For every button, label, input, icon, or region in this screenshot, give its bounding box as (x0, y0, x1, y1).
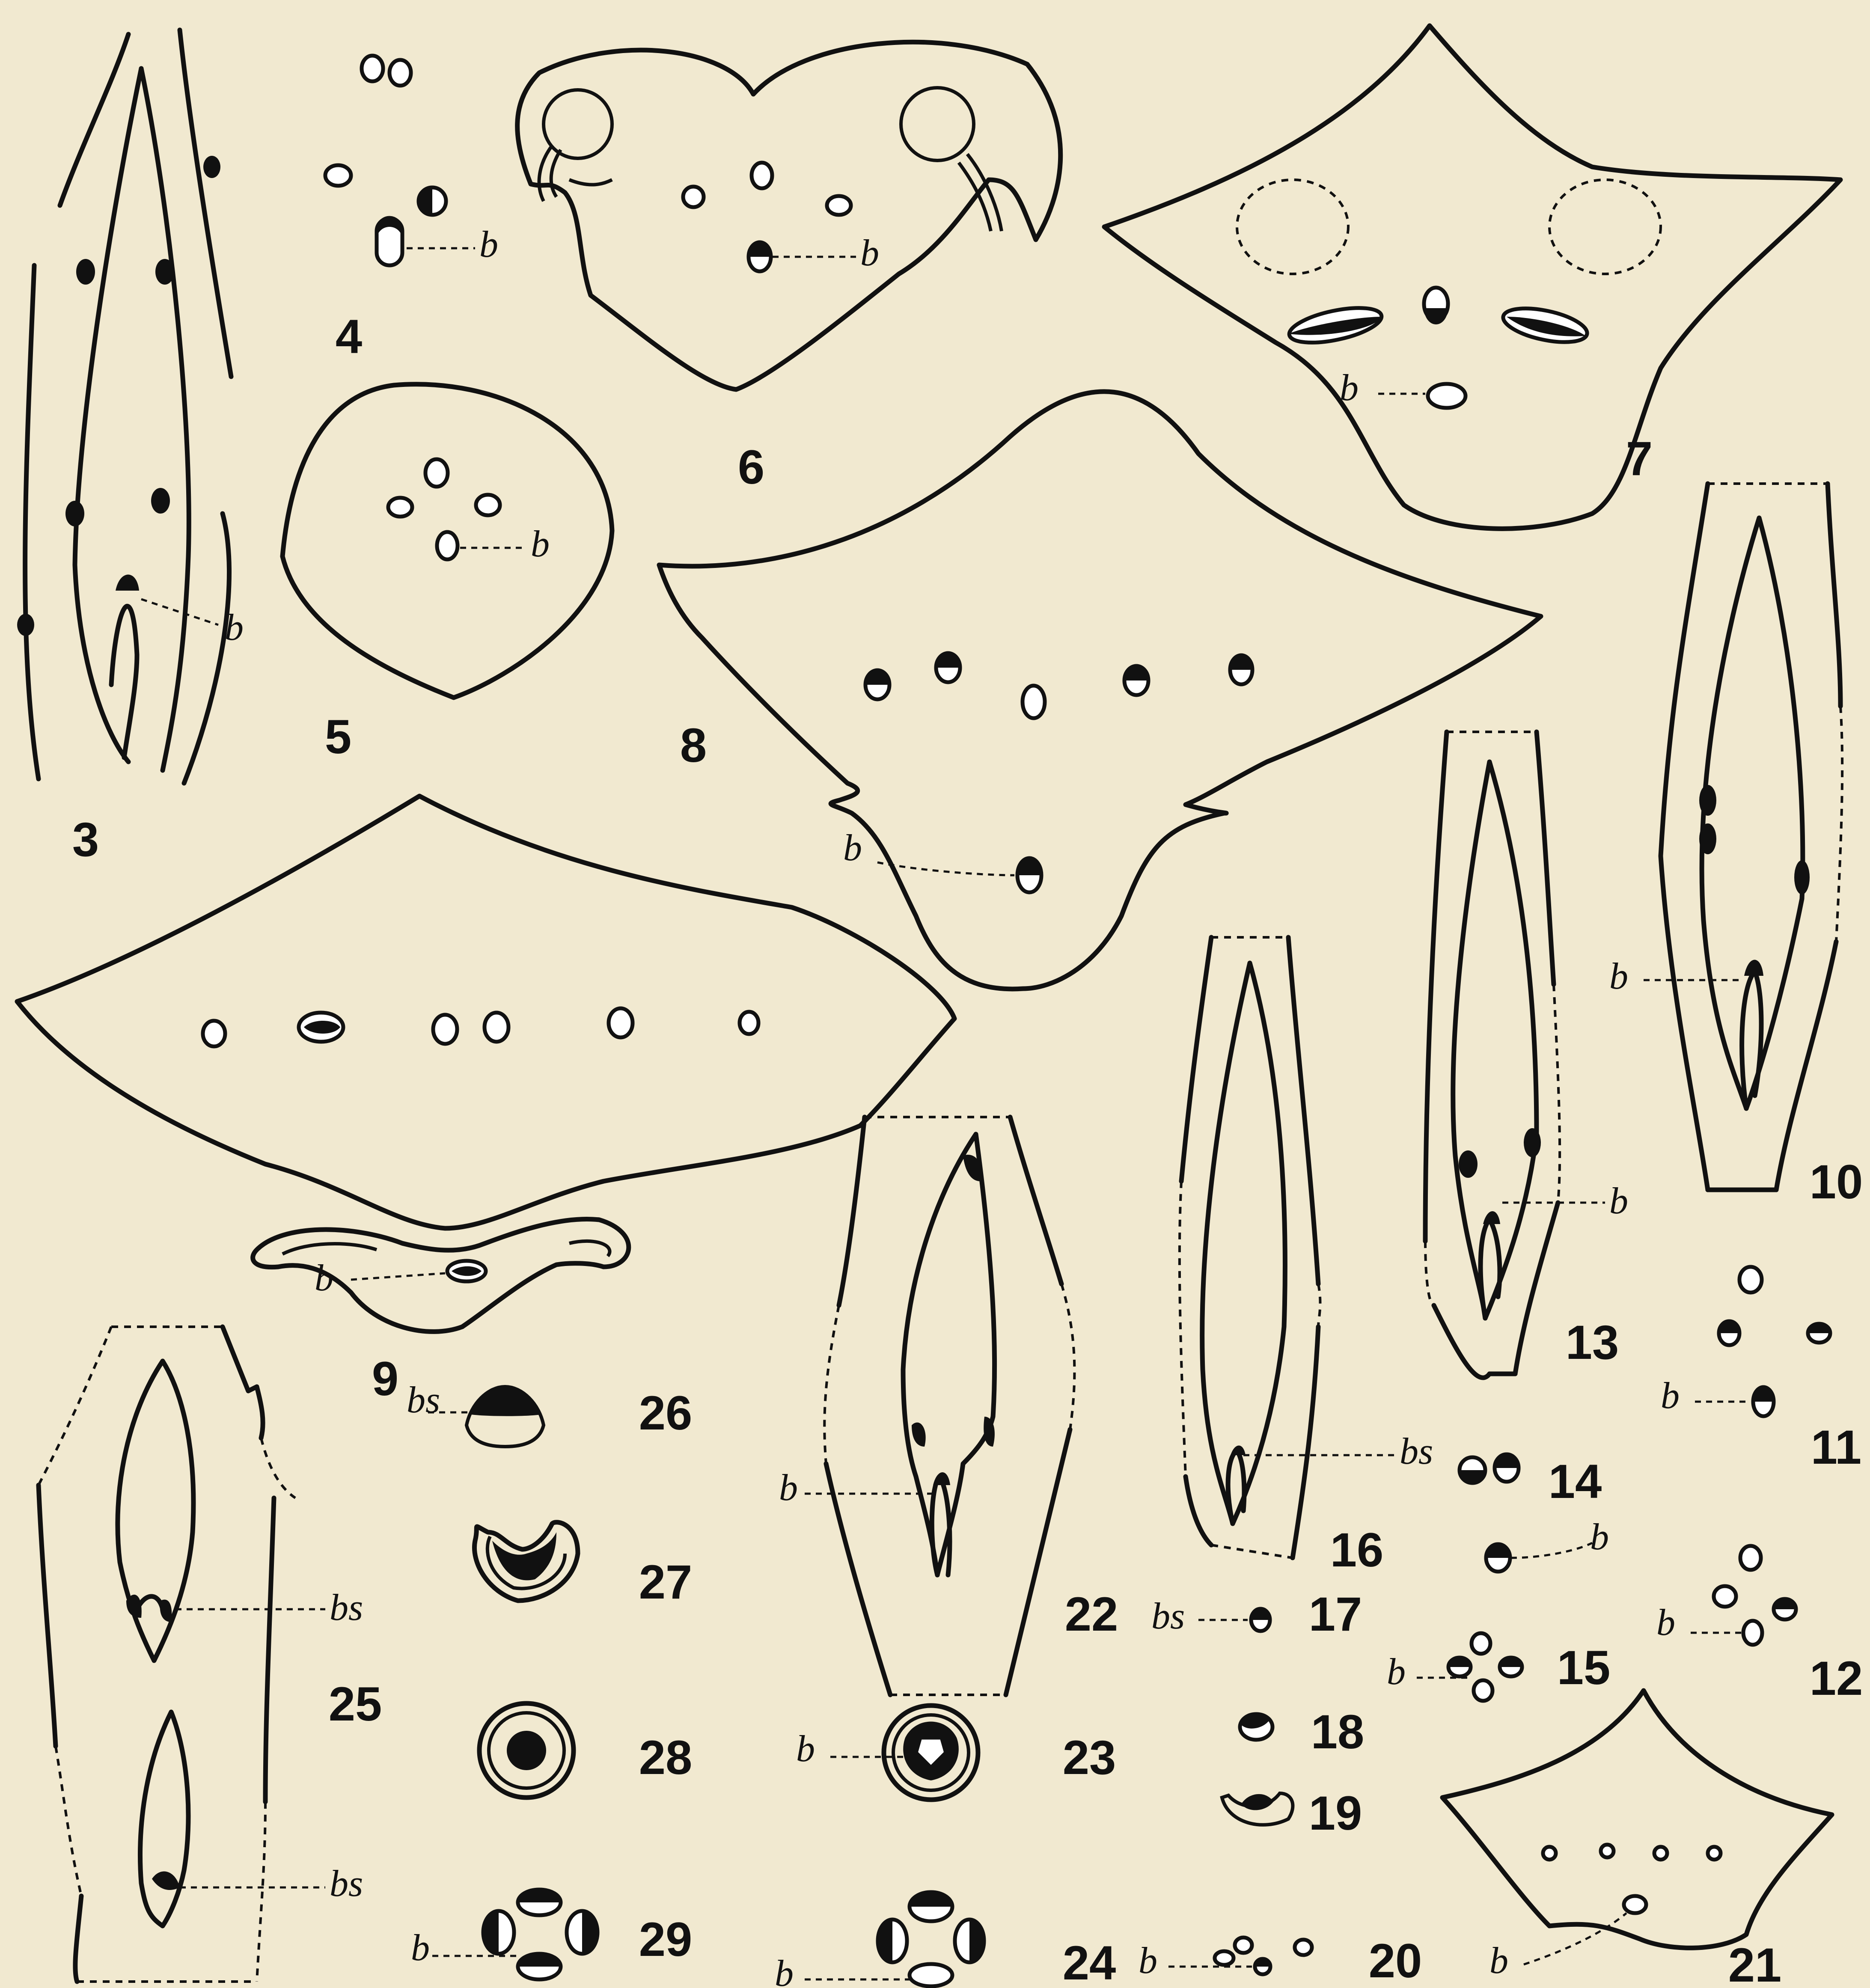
figure-4: b 4 (325, 56, 498, 363)
figure-20: b 20 (1139, 1934, 1422, 1988)
marker-b-fig3: b (225, 607, 244, 648)
figure-15: b 15 (1387, 1633, 1610, 1701)
figure-13: b 13 (1425, 732, 1628, 1378)
figure-number-18: 18 (1311, 1705, 1365, 1759)
figure-19: 19 (1222, 1786, 1362, 1840)
figure-9: b 9 (17, 796, 954, 1406)
marker-b-fig7: b (1340, 367, 1359, 409)
marker-b-fig23: b (796, 1728, 815, 1770)
figure-number-16: 16 (1330, 1523, 1384, 1577)
figure-number-12: 12 (1810, 1652, 1863, 1705)
figure-17: bs 17 (1151, 1587, 1362, 1641)
marker-b-fig15: b (1387, 1651, 1406, 1693)
marker-b-fig8: b (843, 827, 862, 869)
figure-number-14: 14 (1549, 1455, 1602, 1508)
figure-number-9: 9 (372, 1352, 398, 1406)
figure-number-29: 29 (639, 1913, 693, 1966)
figure-5: b 5 (282, 384, 612, 764)
figure-number-22: 22 (1065, 1587, 1118, 1641)
figure-number-23: 23 (1063, 1731, 1116, 1784)
figure-16: bs 16 (1180, 937, 1433, 1577)
figure-number-11: 11 (1811, 1420, 1861, 1474)
marker-b-fig13: b (1609, 1180, 1628, 1222)
figure-number-17: 17 (1309, 1587, 1362, 1641)
marker-bs-fig17: bs (1151, 1596, 1185, 1637)
marker-bs-fig16: bs (1400, 1431, 1433, 1472)
figure-6: b 6 (517, 42, 1061, 494)
figure-number-6: 6 (738, 440, 764, 494)
figure-25: bs bs 25 (39, 1327, 382, 1982)
figure-28: 28 (479, 1703, 692, 1798)
marker-b-fig29: b (411, 1927, 430, 1969)
figure-number-28: 28 (639, 1731, 693, 1784)
figure-number-19: 19 (1309, 1786, 1362, 1840)
figure-8: b 8 (659, 392, 1541, 989)
figure-18: 18 (1240, 1705, 1364, 1759)
marker-bs-fig26: bs (407, 1379, 440, 1421)
figure-14: b 14 (1460, 1454, 1609, 1572)
marker-bs-fig25-lower: bs (330, 1863, 363, 1905)
figure-3: b 3 (17, 30, 244, 866)
figure-number-4: 4 (336, 310, 362, 363)
marker-b-fig6: b (860, 232, 879, 274)
figure-11: b 11 (1661, 1267, 1861, 1474)
marker-b-fig14: b (1590, 1516, 1609, 1558)
figure-number-3: 3 (72, 813, 99, 866)
figure-number-13: 13 (1566, 1316, 1619, 1369)
marker-b-fig21: b (1489, 1940, 1508, 1982)
marker-b-fig20: b (1139, 1940, 1157, 1982)
figure-26: bs 26 (407, 1379, 692, 1447)
figure-number-24: 24 (1063, 1936, 1116, 1988)
figure-number-20: 20 (1369, 1934, 1422, 1988)
figure-number-27: 27 (639, 1555, 693, 1609)
figure-27: 27 (474, 1522, 692, 1609)
marker-b-fig22: b (779, 1467, 798, 1509)
figure-24: b 24 (775, 1892, 1116, 1988)
figure-number-15: 15 (1557, 1641, 1611, 1694)
marker-bs-fig25-upper: bs (330, 1587, 363, 1628)
figure-21: b 21 (1442, 1691, 1832, 1988)
figure-10: b 10 (1609, 484, 1863, 1209)
figure-number-26: 26 (639, 1386, 693, 1440)
marker-b-fig4: b (479, 224, 498, 265)
marker-b-fig10: b (1609, 956, 1628, 997)
marker-b-fig12: b (1656, 1602, 1675, 1643)
figure-number-21: 21 (1728, 1938, 1782, 1988)
figure-22: b 22 (779, 1117, 1118, 1695)
marker-b-fig5: b (531, 523, 550, 565)
marker-b-fig24: b (775, 1953, 794, 1988)
marker-b-fig11: b (1661, 1375, 1680, 1417)
figure-number-5: 5 (325, 710, 351, 764)
figure-12: b 12 (1656, 1546, 1863, 1705)
figure-29: b 29 (411, 1890, 692, 1979)
figure-number-7: 7 (1626, 432, 1653, 485)
figure-23: b 23 (796, 1706, 1116, 1800)
marker-b-fig9: b (315, 1257, 333, 1299)
figure-number-25: 25 (329, 1677, 382, 1731)
figure-number-10: 10 (1810, 1155, 1863, 1209)
figure-number-8: 8 (680, 719, 707, 772)
figure-7: b 7 (1104, 26, 1840, 529)
